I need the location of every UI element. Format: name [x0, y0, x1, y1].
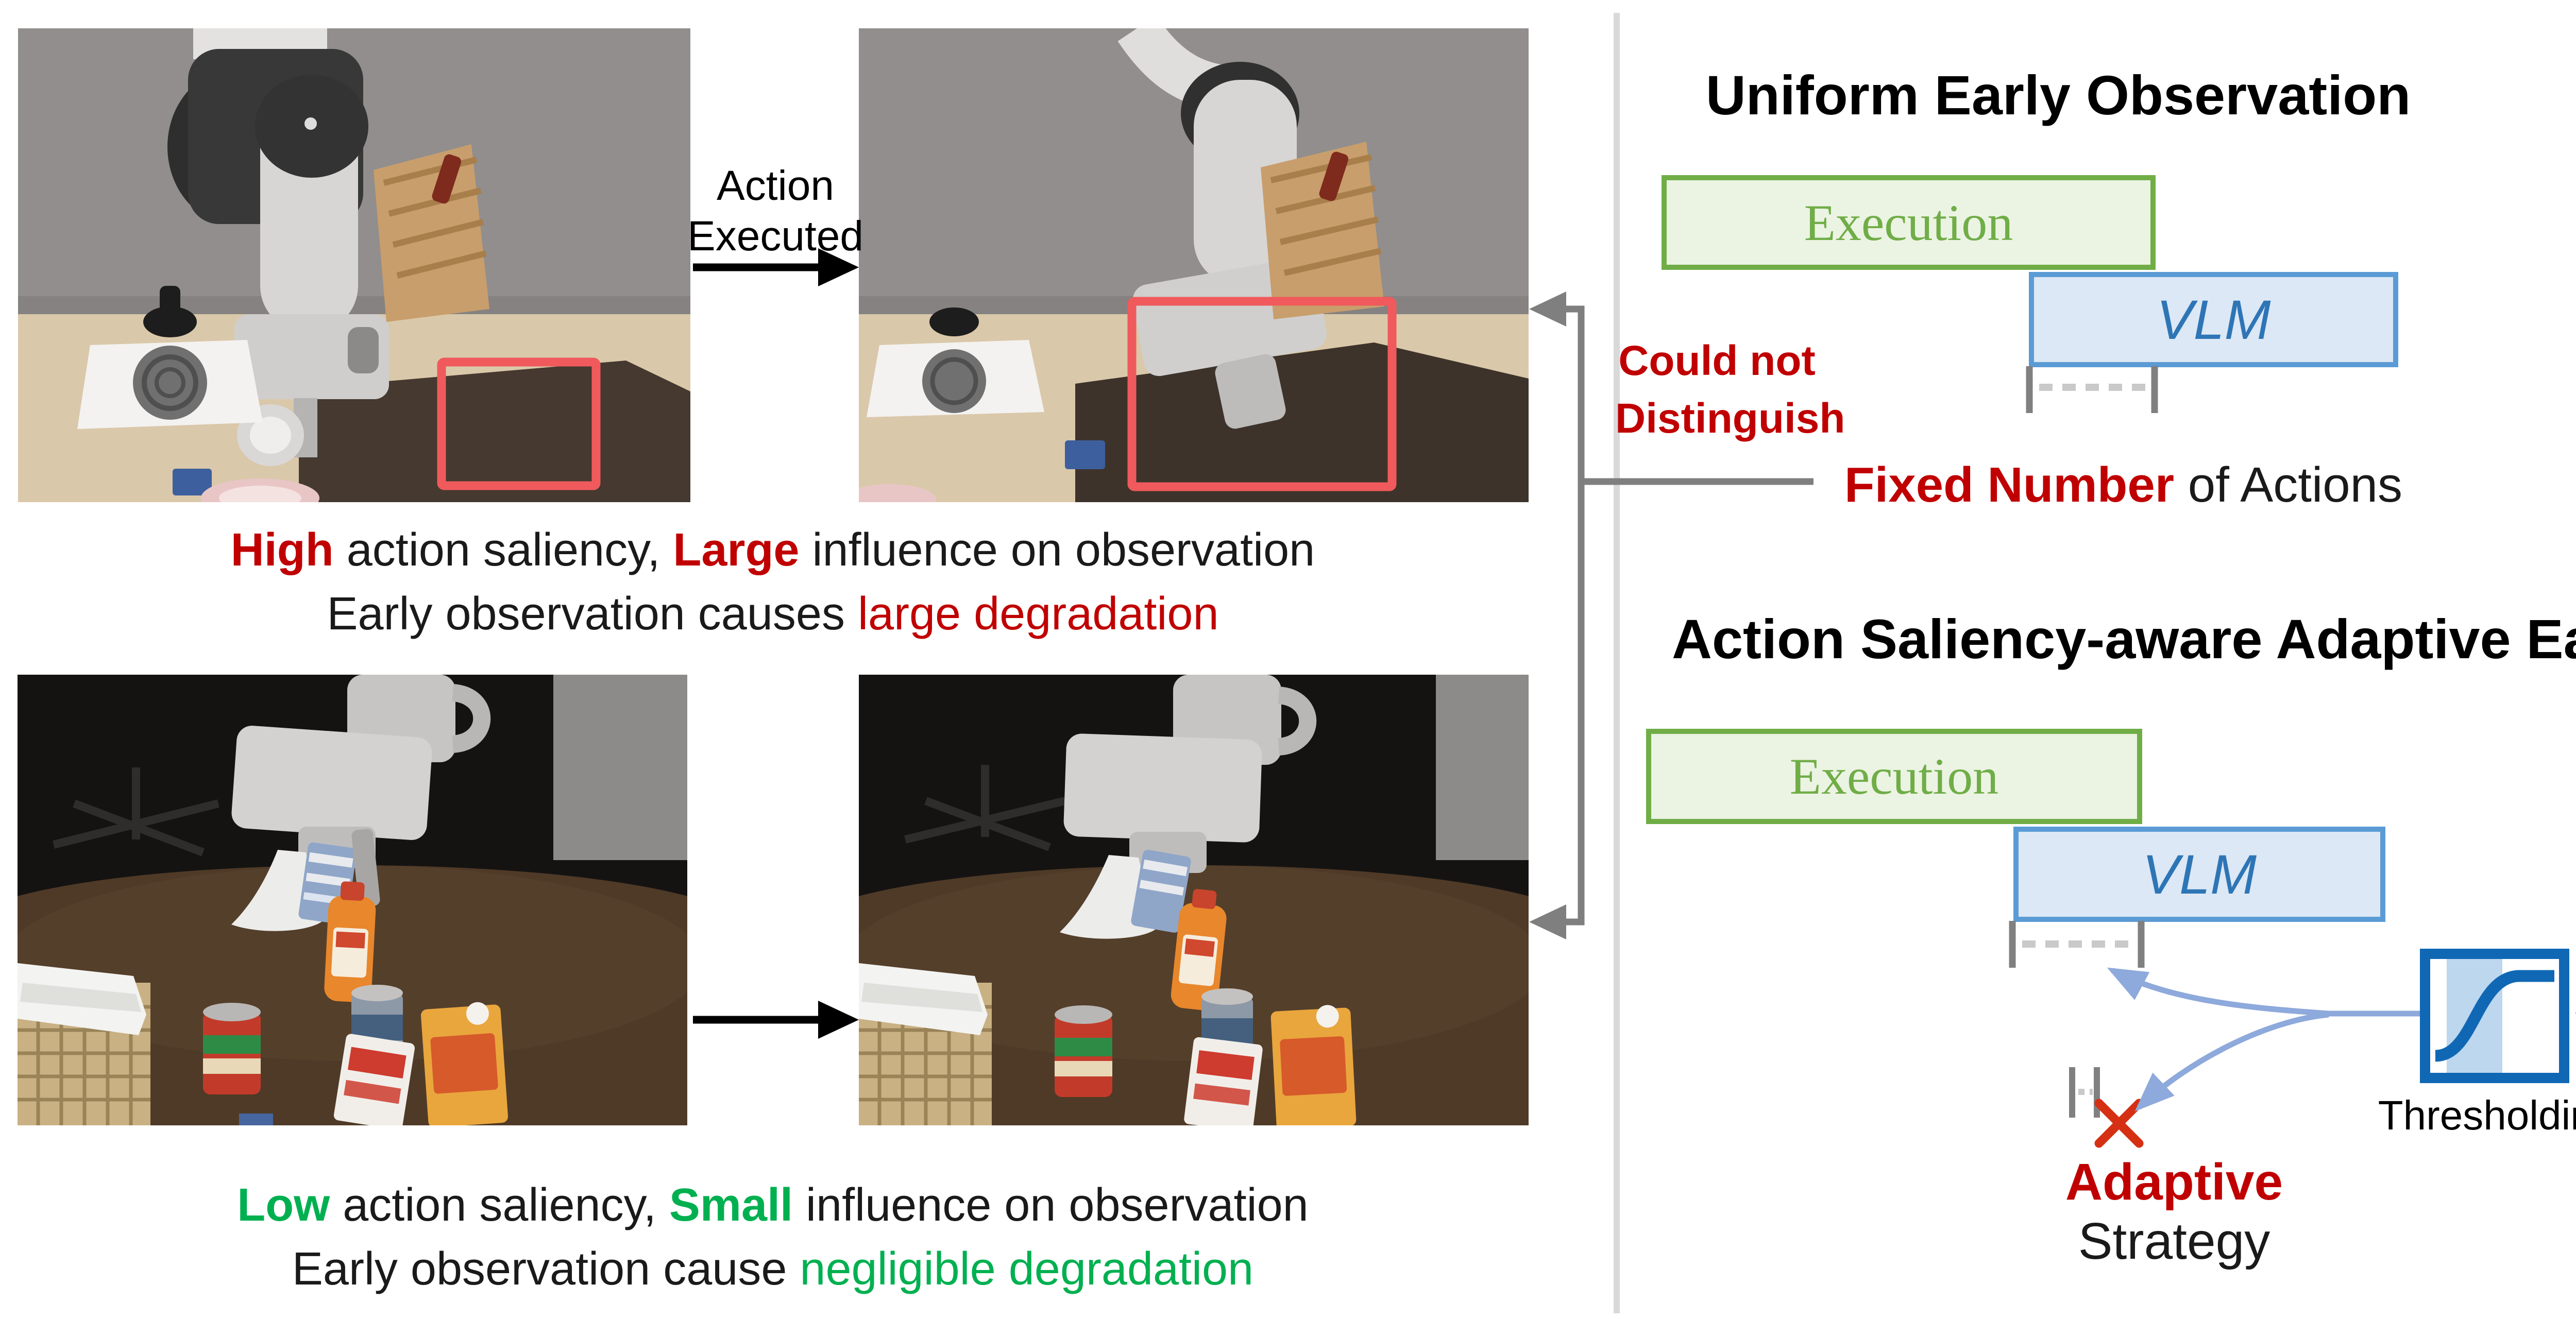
- vlm-bar-uniform: VLM: [2029, 272, 2398, 367]
- caption-segment: influence on observation: [799, 524, 1315, 576]
- caption-line: Early observation cause negligible degra…: [18, 1237, 1528, 1301]
- action-executed-line1: Action: [717, 162, 834, 209]
- execution-label: Execution: [1804, 194, 2013, 251]
- caption-segment: High: [230, 524, 334, 576]
- caption-segment: influence on observation: [793, 1179, 1309, 1231]
- fixed-number-caption: Fixed Number of Actions: [1844, 457, 2402, 513]
- caption-line: Low action saliency, Small influence on …: [18, 1173, 1528, 1237]
- thresholding-sigmoid-icon: [2420, 949, 2569, 1083]
- adaptive-title: Action Saliency-aware Adaptive Early Obs…: [1672, 608, 2576, 670]
- panel-divider: [1614, 13, 1620, 1313]
- thresholding-label: Thresholding: [2378, 1092, 2576, 1138]
- note-line: Advance observation before: [2566, 247, 2576, 336]
- scene-low-after: [859, 675, 1529, 1125]
- vlm-label: VLM: [2156, 288, 2271, 351]
- saliency-highlight-box: [1127, 297, 1397, 491]
- caption-line: Early observation causes large degradati…: [18, 582, 1528, 646]
- connector-arrow-top: [1529, 292, 1566, 327]
- low-saliency-caption: Low action saliency, Small influence on …: [18, 1173, 1528, 1301]
- vlm-bar-adaptive: VLM: [2013, 827, 2385, 922]
- caption-segment: negligible degradation: [800, 1243, 1254, 1295]
- caption-segment: Fixed Number: [1844, 457, 2175, 512]
- low-action-arrow: [693, 1001, 859, 1039]
- saliency-highlight-box: [437, 357, 601, 490]
- advance-bracket-uniform: [2026, 366, 2158, 413]
- x-mark-icon: [2094, 1099, 2144, 1148]
- scene-low-before: [18, 675, 687, 1125]
- advance-bracket-adaptive: [2009, 921, 2145, 968]
- rejected-bracket: [2069, 1067, 2100, 1118]
- caption-segment: Early observation cause: [292, 1243, 800, 1295]
- execution-bar-adaptive: Execution: [1646, 729, 2142, 824]
- caption-segment: large degradation: [857, 588, 1219, 640]
- adaptive-strategy-caption: Adaptive Strategy: [1968, 1153, 2380, 1271]
- advance-observation-note: Advance observation before completing al…: [2566, 247, 2576, 424]
- caption-segment: Large: [673, 524, 800, 576]
- uniform-title: Uniform Early Observation: [1705, 64, 2411, 126]
- caption-segment: Small: [669, 1179, 793, 1231]
- caption-segment: action saliency,: [330, 1179, 669, 1231]
- could-not-distinguish-note: Could not Distinguish: [1615, 332, 1845, 448]
- caption-segment: Low: [237, 1179, 330, 1231]
- adaptive-choice-arrows: [2107, 967, 2424, 1111]
- caption-segment: Adaptive: [2065, 1153, 2283, 1211]
- caption-segment: Early observation causes: [327, 588, 858, 640]
- scene-high-before: [18, 28, 690, 502]
- caption-segment: of Actions: [2174, 457, 2403, 512]
- caption-segment: Strategy: [2078, 1153, 2297, 1270]
- caption-segment: action saliency,: [333, 524, 673, 576]
- note-line: Could not: [1618, 337, 1816, 384]
- vlm-label: VLM: [2142, 843, 2257, 905]
- caption-line: High action saliency, Large influence on…: [18, 518, 1528, 582]
- high-saliency-caption: High action saliency, Large influence on…: [18, 518, 1528, 646]
- execution-label: Execution: [1789, 748, 1999, 805]
- execution-bar-uniform: Execution: [1662, 175, 2156, 270]
- action-executed-label: Action Executed: [675, 161, 876, 262]
- action-executed-line2: Executed: [687, 213, 863, 260]
- note-line: Distinguish: [1615, 395, 1845, 442]
- connector-arrow-bottom: [1529, 904, 1566, 939]
- scene-high-after: [859, 28, 1529, 502]
